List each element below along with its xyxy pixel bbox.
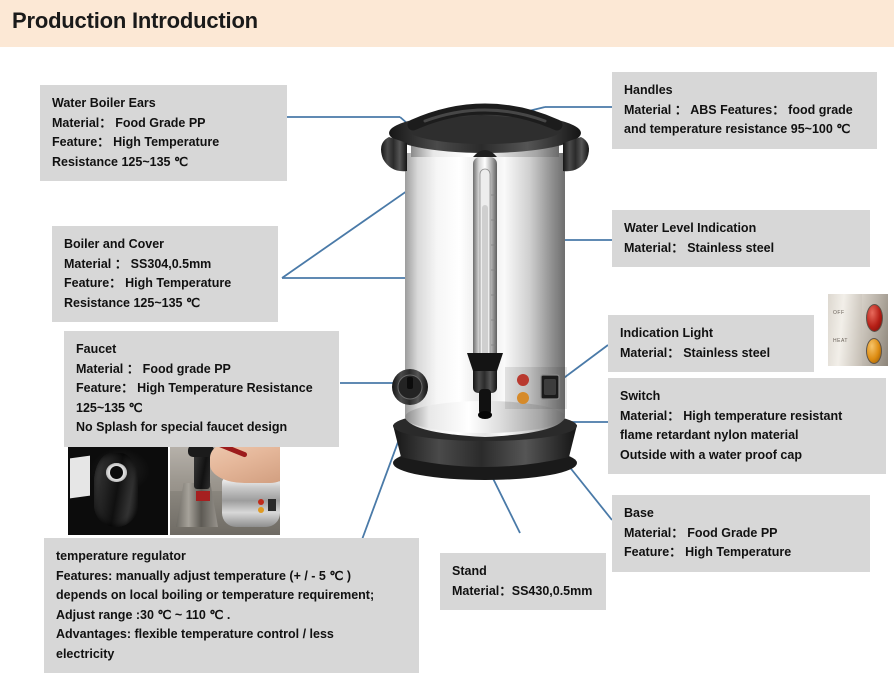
callout-line: Base: [624, 506, 654, 520]
faucet-macro-photo: [68, 443, 168, 535]
callout-line: Water Boiler Ears: [52, 96, 156, 110]
callout-base: Base Material： Food Grade PP Feature： Hi…: [612, 495, 870, 572]
knob-pointer: [407, 377, 413, 389]
callout-line: Indication Light: [620, 326, 714, 340]
photo-led-amber-large: [866, 338, 882, 364]
callout-line: Feature： High Temperature: [52, 135, 220, 149]
photo-panel-label-bottom: HEAT: [833, 338, 848, 344]
photo-stand: [176, 483, 218, 527]
callout-line: Material： Food Grade PP: [52, 115, 206, 130]
indicator-lights-photo: OFF HEAT: [828, 294, 888, 366]
callout-line: depends on local boiling or temperature …: [56, 588, 375, 602]
callout-boiler-and-cover: Boiler and Cover Material ： SS304,0.5mm …: [52, 226, 278, 322]
photo-hand-arm: [210, 443, 280, 483]
callout-line: temperature regulator: [56, 549, 186, 563]
callout-water-boiler-ears: Water Boiler Ears Material： Food Grade P…: [40, 85, 287, 181]
photo-led-amber: [258, 507, 264, 513]
callout-indication-light: Indication Light Material： Stainless ste…: [608, 315, 814, 372]
callout-line: Stand: [452, 564, 487, 578]
rocker-switch-toggle: [544, 379, 556, 395]
callout-stand: Stand Material：SS430,0.5mm: [440, 553, 606, 610]
callout-line: 125~135 ℃: [76, 400, 143, 415]
callout-line: flame retardant nylon material: [620, 428, 799, 442]
photo-panel-label-top: OFF: [833, 310, 845, 316]
photo-backdrop: [70, 455, 90, 499]
photo-faucet: [194, 449, 210, 489]
photo-led-red: [258, 499, 264, 505]
callout-water-level-indication: Water Level Indication Material： Stainle…: [612, 210, 870, 267]
photo-faucet-head: [188, 445, 214, 457]
callout-line: Material：SS430,0.5mm: [452, 583, 593, 598]
callout-line: Resistance 125~135 ℃: [52, 154, 189, 169]
callout-line: Resistance 125~135 ℃: [64, 295, 201, 310]
callout-line: Water Level Indication: [624, 221, 757, 235]
callout-line: Material： Food Grade PP: [624, 525, 778, 540]
photo-panel: [828, 294, 862, 366]
callout-line: Material： Stainless steel: [624, 240, 775, 255]
header-band: [0, 0, 894, 47]
callout-line: electricity: [56, 646, 115, 661]
callout-line: Material ： Food grade PP: [76, 361, 231, 376]
callout-line: Feature： High Temperature: [64, 276, 232, 290]
callout-line: Advantages: flexible temperature control…: [56, 627, 334, 641]
photo-switch: [268, 499, 276, 511]
callout-faucet: Faucet Material ： Food grade PP Feature：…: [64, 331, 339, 447]
callout-line: Feature： High Temperature: [624, 545, 792, 559]
callout-line: Switch: [620, 389, 661, 403]
callout-line: and temperature resistance 95~100 ℃: [624, 122, 851, 136]
callout-line: Features: manually adjust temperature (+…: [56, 568, 352, 583]
callout-line: Feature： High Temperature Resistance: [76, 381, 313, 395]
callout-line: Material： Stainless steel: [620, 345, 771, 360]
product-illustration: [381, 103, 589, 480]
callout-line: Faucet: [76, 342, 117, 356]
callout-line: Material ： ABS Features： food grade: [624, 102, 853, 117]
faucet-outlet: [478, 411, 492, 419]
callout-line: Adjust range :30 ℃ ~ 110 ℃ .: [56, 607, 231, 622]
callout-handles: Handles Material ： ABS Features： food gr…: [612, 72, 877, 149]
lid-handle-highlight: [423, 108, 547, 123]
callout-line: Boiler and Cover: [64, 237, 165, 251]
photo-led-red-large: [866, 304, 883, 332]
page-title: Production Introduction: [12, 8, 258, 33]
callout-line: Material ： SS304,0.5mm: [64, 256, 212, 271]
callout-temperature-regulator: temperature regulator Features: manually…: [44, 538, 419, 673]
gauge-top-cap: [473, 150, 497, 157]
photo-red-object: [196, 491, 210, 501]
lid-inner: [409, 116, 561, 144]
callout-line: Material： High temperature resistant: [620, 408, 843, 423]
hand-operating-faucet-photo: [170, 443, 280, 535]
callout-line: Outside with a water proof cap: [620, 447, 802, 462]
faucet-spout: [479, 389, 491, 415]
boiler-ear-left: [381, 137, 407, 172]
faucet-lever: [467, 353, 503, 371]
indicator-light-red: [517, 374, 529, 386]
faucet-outlet-hole: [106, 463, 127, 482]
gauge-scale-marks: [491, 194, 496, 346]
callout-line: No Splash for special faucet design: [76, 420, 288, 434]
callout-switch: Switch Material： High temperature resist…: [608, 378, 886, 474]
boiler-ear-right: [563, 137, 589, 172]
gauge-water: [482, 205, 488, 373]
indicator-light-amber: [517, 392, 529, 404]
callout-line: Handles: [624, 83, 673, 97]
